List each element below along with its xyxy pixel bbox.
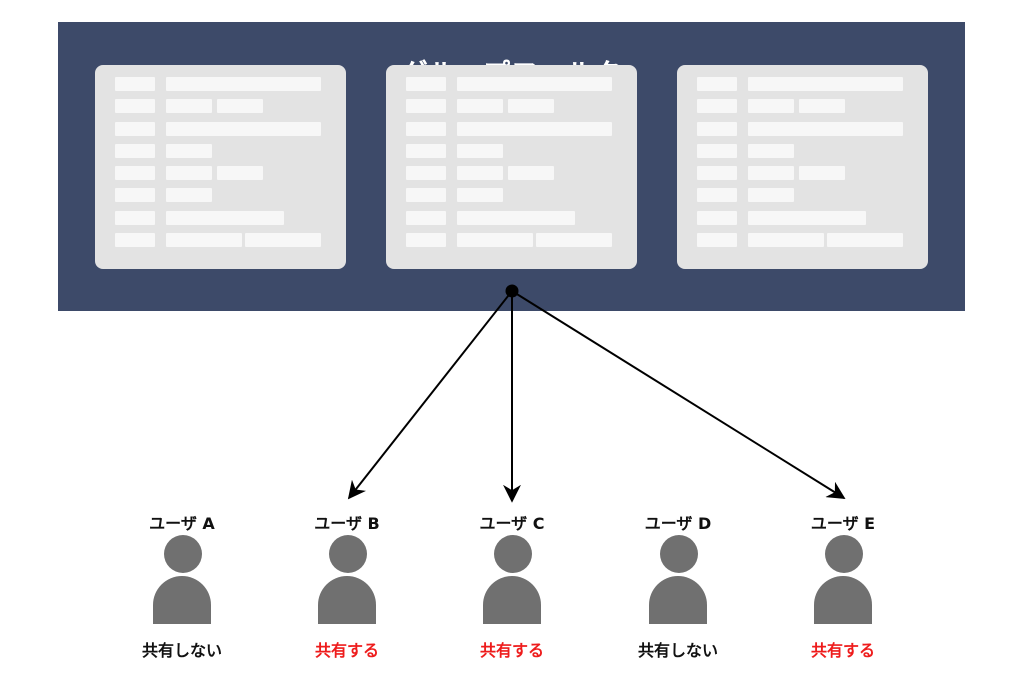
placeholder-field: [748, 122, 903, 136]
placeholder-field: [799, 166, 845, 180]
person-icon: [282, 535, 412, 625]
person-head: [660, 535, 698, 573]
placeholder-field: [457, 77, 612, 91]
person-icon: [447, 535, 577, 625]
person-body: [483, 576, 541, 624]
person-icon: [778, 535, 908, 625]
placeholder-field: [508, 99, 554, 113]
placeholder-field: [697, 99, 737, 113]
placeholder-field: [457, 144, 503, 158]
person-head: [494, 535, 532, 573]
placeholder-field: [115, 144, 155, 158]
placeholder-field: [166, 77, 321, 91]
placeholder-field: [697, 144, 737, 158]
placeholder-field: [457, 99, 503, 113]
status-not-shared: 共有しない: [637, 641, 718, 660]
placeholder-field: [748, 166, 794, 180]
person-icon: [117, 535, 247, 625]
user-name: ユーザ D: [644, 514, 712, 533]
person-head: [164, 535, 202, 573]
user-name: ユーザ A: [149, 514, 215, 533]
placeholder-field: [508, 166, 554, 180]
placeholder-field: [748, 233, 824, 247]
arrow-to-user-e: [511, 290, 846, 499]
person-head: [825, 535, 863, 573]
placeholder-field: [217, 99, 263, 113]
placeholder-field: [799, 99, 845, 113]
placeholder-field: [748, 211, 866, 225]
status-shared: 共有する: [479, 641, 544, 660]
person-body: [153, 576, 211, 624]
placeholder-field: [536, 233, 612, 247]
filter-card-3: [677, 65, 928, 269]
placeholder-field: [406, 211, 446, 225]
placeholder-field: [166, 233, 242, 247]
placeholder-field: [457, 188, 503, 202]
placeholder-field: [166, 211, 284, 225]
placeholder-field: [115, 99, 155, 113]
placeholder-field: [115, 122, 155, 136]
placeholder-field: [406, 99, 446, 113]
user-name: ユーザ C: [479, 514, 545, 533]
placeholder-field: [748, 77, 903, 91]
arrow-to-user-b: [347, 290, 513, 500]
filter-card-1: [95, 65, 346, 269]
placeholder-field: [406, 233, 446, 247]
placeholder-field: [457, 166, 503, 180]
placeholder-field: [115, 211, 155, 225]
placeholder-field: [115, 233, 155, 247]
user-name: ユーザ E: [810, 514, 876, 533]
user-name: ユーザ B: [314, 514, 380, 533]
placeholder-field: [457, 233, 533, 247]
placeholder-field: [748, 188, 794, 202]
person-icon: [613, 535, 743, 625]
placeholder-field: [697, 188, 737, 202]
placeholder-field: [166, 122, 321, 136]
person-head: [329, 535, 367, 573]
placeholder-field: [748, 144, 794, 158]
placeholder-field: [748, 99, 794, 113]
person-body: [318, 576, 376, 624]
placeholder-field: [166, 99, 212, 113]
placeholder-field: [697, 233, 737, 247]
placeholder-field: [115, 166, 155, 180]
placeholder-field: [115, 77, 155, 91]
placeholder-field: [166, 166, 212, 180]
placeholder-field: [217, 166, 263, 180]
filter-card-2: [386, 65, 637, 269]
placeholder-field: [457, 211, 575, 225]
placeholder-field: [697, 77, 737, 91]
placeholder-field: [697, 166, 737, 180]
placeholder-field: [115, 188, 155, 202]
placeholder-field: [827, 233, 903, 247]
person-body: [814, 576, 872, 624]
status-shared: 共有する: [314, 641, 379, 660]
placeholder-field: [406, 122, 446, 136]
placeholder-field: [406, 166, 446, 180]
placeholder-field: [697, 122, 737, 136]
placeholder-field: [697, 211, 737, 225]
person-body: [649, 576, 707, 624]
placeholder-field: [166, 188, 212, 202]
source-dot: [505, 284, 519, 298]
status-shared: 共有する: [810, 641, 875, 660]
placeholder-field: [406, 77, 446, 91]
status-not-shared: 共有しない: [141, 641, 222, 660]
placeholder-field: [406, 144, 446, 158]
placeholder-field: [245, 233, 321, 247]
placeholder-field: [166, 144, 212, 158]
placeholder-field: [406, 188, 446, 202]
placeholder-field: [457, 122, 612, 136]
